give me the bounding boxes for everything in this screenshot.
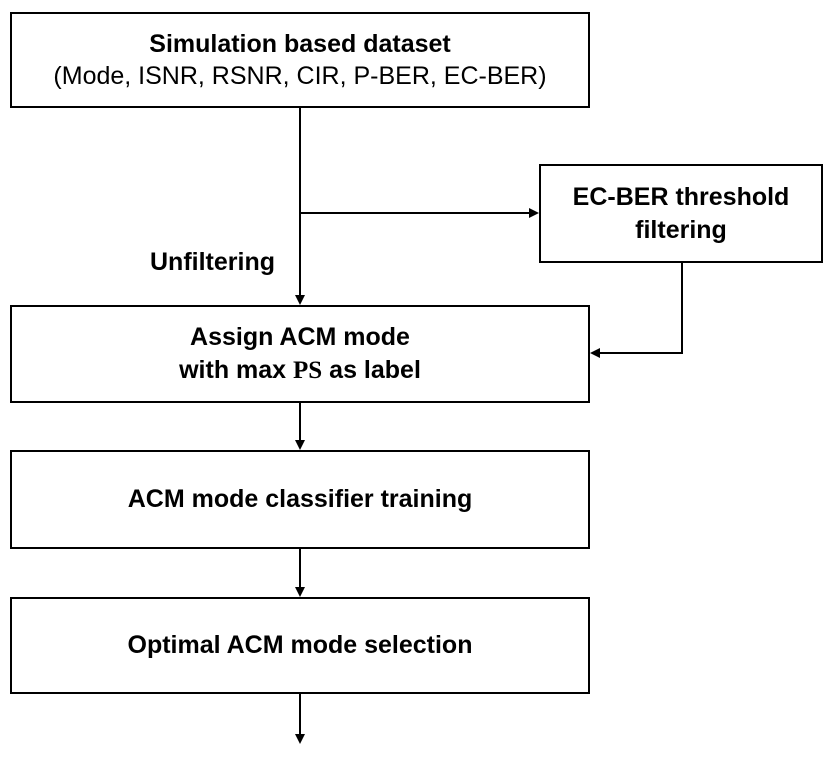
assign-line2-prefix: with max [179,355,294,384]
classifier-training-box: ACM mode classifier training [10,450,590,549]
mode-selection-box: Optimal ACM mode selection [10,597,590,694]
dataset-box: Simulation based dataset (Mode, ISNR, RS… [10,12,590,108]
assign-line2: with max PS as label [179,354,421,388]
unfiltering-label: Unfiltering [150,248,275,276]
threshold-line2: filtering [635,215,727,244]
assign-ps-symbol: PS [293,356,323,384]
assign-mode-box: Assign ACM mode with max PS as label [10,305,590,403]
assign-line1: Assign ACM mode [190,323,410,351]
threshold-line1: EC-BER threshold [572,183,790,211]
selection-label: Optimal ACM mode selection [127,631,473,660]
threshold-filtering-box: EC-BER threshold filtering [539,164,823,263]
dataset-subtitle: (Mode, ISNR, RSNR, CIR, P-BER, EC-BER) [53,62,547,90]
assign-line2-suffix: as label [322,355,421,384]
dataset-title: Simulation based dataset [149,29,451,58]
training-label: ACM mode classifier training [127,485,473,514]
arrow-threshold-to-assign [590,263,683,358]
